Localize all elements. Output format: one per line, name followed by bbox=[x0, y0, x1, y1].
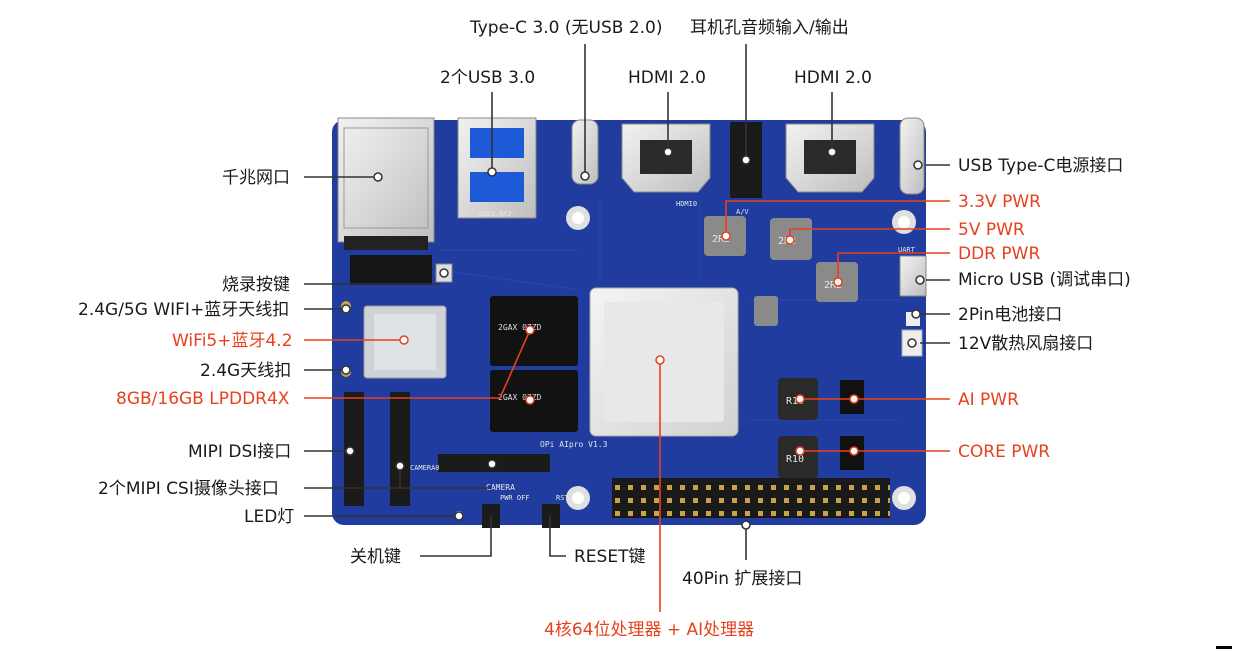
label-hdmi-1: HDMI 2.0 bbox=[628, 68, 706, 88]
label-hdmi-2: HDMI 2.0 bbox=[794, 68, 872, 88]
label-battery: 2Pin电池接口 bbox=[958, 305, 1063, 325]
board-print-uart: UART bbox=[898, 246, 916, 254]
corner-mark bbox=[1216, 646, 1232, 649]
board-print-usb: USB3.0X2 bbox=[478, 210, 512, 218]
label-ddr-pwr: DDR PWR bbox=[958, 244, 1041, 264]
label-pwr-33v: 3.3V PWR bbox=[958, 192, 1041, 212]
label-wifi-antenna: 2.4G/5G WIFI+蓝牙天线扣 bbox=[78, 300, 290, 320]
label-reset-key: RESET键 bbox=[574, 547, 646, 567]
label-burn-key: 烧录按键 bbox=[222, 275, 290, 295]
board-print-r10-a: R10 bbox=[786, 396, 804, 407]
label-mipi-csi: 2个MIPI CSI摄像头接口 bbox=[98, 479, 279, 499]
label-mipi-dsi: MIPI DSI接口 bbox=[188, 442, 292, 462]
label-wifi-module: WiFi5+蓝牙4.2 bbox=[172, 331, 293, 351]
leader-lines-red bbox=[304, 200, 950, 612]
label-typec-data: Type-C 3.0 (无USB 2.0) bbox=[470, 18, 663, 38]
label-pwr-5v: 5V PWR bbox=[958, 220, 1025, 240]
board-print-av: A/V bbox=[736, 208, 749, 216]
board-print-pwr-off: PWR OFF bbox=[500, 494, 530, 502]
board-print-ram-1: 2GAX 07ZD bbox=[498, 323, 542, 332]
gpio-40pin-header bbox=[612, 478, 890, 518]
mipi-csi-connector-1 bbox=[390, 392, 410, 506]
label-micro-usb: Micro USB (调试串口) bbox=[958, 270, 1131, 290]
board-print-r10-b: R10 bbox=[786, 454, 804, 465]
board-print-ram-2: 2GAX 07ZD bbox=[498, 393, 542, 402]
ethernet-port bbox=[337, 117, 435, 243]
label-usb-power: USB Type-C电源接口 bbox=[958, 156, 1124, 176]
board-print-camera: CAMERA bbox=[486, 483, 515, 492]
label-usb3: 2个USB 3.0 bbox=[440, 68, 536, 88]
board-print-2r2-c: 2R2 bbox=[824, 280, 842, 291]
label-fan: 12V散热风扇接口 bbox=[958, 334, 1094, 354]
usbc-power-port bbox=[899, 117, 925, 195]
label-core-pwr: CORE PWR bbox=[958, 442, 1051, 462]
inductor-core bbox=[778, 436, 818, 478]
endpoint-dots-red bbox=[399, 231, 859, 456]
label-lpddr: 8GB/16GB LPDDR4X bbox=[116, 389, 290, 409]
label-antenna-24: 2.4G天线扣 bbox=[200, 361, 292, 381]
reset-button bbox=[542, 504, 560, 528]
board-print-rst: RST bbox=[556, 494, 569, 502]
board-print-2r2-a: 2R2 bbox=[712, 234, 730, 245]
label-ethernet: 千兆网口 bbox=[222, 168, 290, 188]
leader-lines-black bbox=[304, 44, 950, 560]
endpoint-dots-black bbox=[341, 147, 925, 530]
label-audio-jack: 耳机孔音频输入/输出 bbox=[690, 18, 849, 38]
label-gpio-40pin: 40Pin 扩展接口 bbox=[682, 569, 803, 589]
label-power-off-key: 关机键 bbox=[350, 547, 401, 567]
label-led: LED灯 bbox=[244, 507, 295, 527]
board-print-camera0: CAMERA0 bbox=[410, 464, 440, 472]
board-print-hdmi: HDMI0 bbox=[676, 200, 697, 208]
label-ai-pwr: AI PWR bbox=[958, 390, 1019, 410]
mounting-holes bbox=[566, 206, 916, 510]
label-soc: 4核64位处理器 + AI处理器 bbox=[544, 620, 755, 640]
board-print-model: OPi AIpro V1.3 bbox=[540, 440, 608, 449]
